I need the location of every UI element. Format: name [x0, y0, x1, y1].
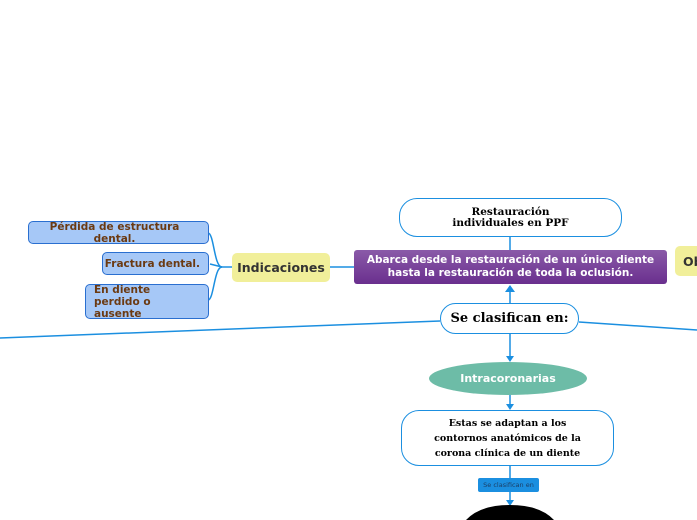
connector-indicaciones-item-2 — [209, 263, 223, 268]
definition-node[interactable]: Abarca desde la restauración de un único… — [354, 250, 667, 284]
relationship-label[interactable]: Se clasifican en — [478, 478, 539, 492]
arrow-down-icon — [506, 356, 514, 362]
intracoronarias-node[interactable]: Intracoronarias — [429, 362, 587, 395]
intracoronarias-description-node[interactable]: Estas se adaptan a los contornos anatómi… — [401, 410, 614, 466]
next-node-black[interactable] — [466, 505, 554, 520]
indicaciones-node[interactable]: Indicaciones — [232, 253, 330, 282]
arrow-up-icon — [505, 285, 515, 292]
connector-clasif-left — [0, 320, 441, 339]
arrow-down-icon — [506, 500, 514, 506]
indicacion-item[interactable]: Fractura dental. — [102, 252, 209, 275]
connector-indicaciones-item-3 — [207, 266, 223, 301]
connector-indicaciones-item-1 — [207, 232, 232, 268]
arrow-down-icon — [506, 404, 514, 410]
indicacion-item[interactable]: En diente perdido o ausente — [85, 284, 209, 320]
objetivos-node[interactable]: Objetivos — [675, 246, 697, 276]
indicacion-item[interactable]: Pérdida de estructura dental. — [28, 221, 209, 245]
connector-clasif-right — [578, 321, 697, 331]
objetivos-label: Objetivos — [683, 254, 697, 269]
root-node[interactable]: Restauración individuales en PPF — [399, 198, 622, 237]
clasificacion-node[interactable]: Se clasifican en: — [440, 303, 579, 334]
